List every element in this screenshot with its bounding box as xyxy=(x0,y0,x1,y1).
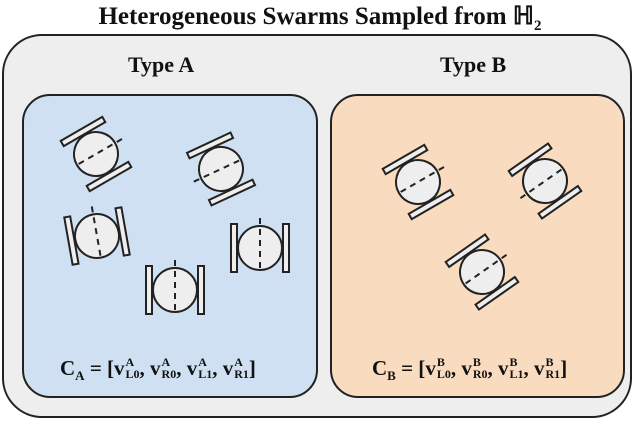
robot-b3 xyxy=(444,230,525,311)
diagram-title: Heterogeneous Swarms Sampled from ℍ2 xyxy=(98,3,542,34)
robot-a1 xyxy=(59,112,138,193)
robot-b2 xyxy=(502,142,583,223)
robot-a4 xyxy=(230,217,290,273)
type-b-label: Type B xyxy=(440,52,507,77)
robot-a2 xyxy=(180,131,257,209)
robot-a3 xyxy=(62,200,131,266)
robot-a5 xyxy=(145,259,205,315)
type-a-label: Type A xyxy=(128,52,195,77)
robot-b1 xyxy=(381,140,460,221)
